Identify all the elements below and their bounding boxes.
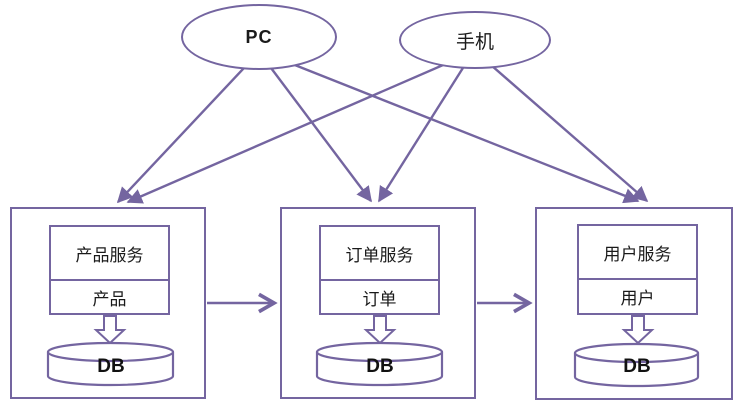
- arrow-mobile-to-user: [475, 51, 649, 203]
- service-node-user: 用户服务 用户: [577, 224, 698, 315]
- client-mobile-label: 手机: [455, 31, 494, 53]
- service-node-product: 产品服务 产品: [49, 225, 170, 315]
- db-cylinder-order-top: [315, 341, 444, 363]
- block-arrow-user-db: [621, 315, 655, 345]
- service-container-product: [10, 207, 206, 399]
- service-node-order: 订单服务 订单: [319, 225, 440, 315]
- service-product-title: 产品服务: [51, 227, 168, 281]
- block-arrow-order-db: [363, 315, 397, 345]
- client-pc-label: PC: [245, 26, 273, 47]
- db-label-order: DB: [366, 356, 394, 377]
- service-container-user: [535, 207, 733, 400]
- service-user-module: 用户: [620, 289, 655, 308]
- db-cylinder-product-top: [46, 341, 175, 363]
- service-order-module: 订单: [362, 289, 397, 309]
- client-service-arrows: [116, 50, 649, 204]
- service-order-title: 订单服务: [321, 227, 438, 281]
- service-product-module: 产品: [92, 289, 127, 309]
- client-node-mobile: 手机: [399, 11, 551, 69]
- arrow-pc-to-product: [116, 51, 260, 204]
- arrow-mobile-to-product: [126, 50, 474, 204]
- service-container-order: [280, 207, 476, 399]
- block-arrow-product-db: [93, 315, 127, 345]
- service-user-title: 用户服务: [579, 226, 696, 280]
- db-cylinder-user-top: [573, 342, 700, 364]
- client-node-pc: PC: [181, 4, 337, 70]
- arrow-mobile-to-order: [377, 51, 475, 203]
- db-label-user: DB: [623, 356, 651, 377]
- arrow-pc-to-order: [258, 51, 372, 203]
- arrow-pc-to-user: [261, 50, 640, 204]
- db-label-product: DB: [97, 356, 125, 377]
- db-cylinders: [46, 341, 700, 388]
- block-arrows: [93, 315, 655, 345]
